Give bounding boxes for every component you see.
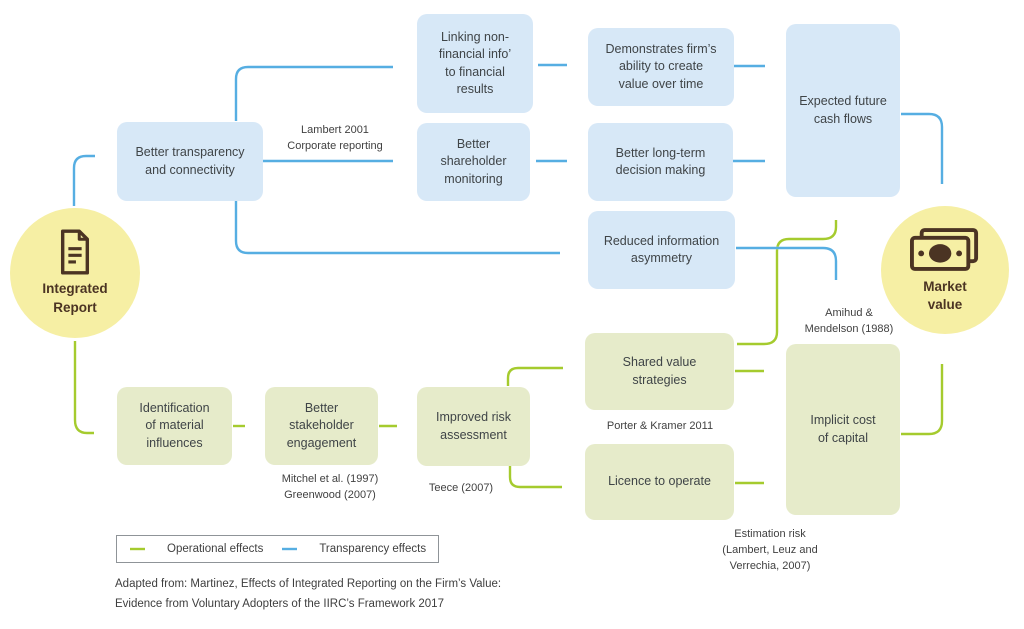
arrow-improvedrisk-to-sharedvalue (506, 366, 563, 386)
source-caption: Adapted from: Martinez, Effects of Integ… (115, 578, 502, 611)
blue-arrow-icon (282, 547, 298, 551)
box-stakeholder-engagement: Better stakeholder engagement (265, 387, 378, 465)
annotation-mitchel: Mitchel et al. (1997) Greenwood (2007) (281, 473, 379, 501)
annotation-lambert: Lambert 2001 Corporate reporting (287, 124, 383, 152)
box-better-transparency: Better transparency and connectivity (117, 122, 263, 201)
box-shareholder-monitoring: Better shareholder monitoring (417, 123, 530, 201)
box-demonstrates-ability: Demonstrates firm’s ability to create va… (588, 28, 734, 106)
market-value-label: Market value (923, 278, 967, 312)
box-identification-influences: Identification of material influences (117, 387, 232, 465)
legend-transparency-label: Transparency effects (319, 543, 427, 555)
arrow-improvedrisk-to-licence (508, 466, 562, 489)
legend-operational-label: Operational effects (167, 543, 264, 555)
integrated-report-label: Integrated Report (42, 281, 108, 315)
node-market-value: Market value (881, 206, 1009, 334)
box-reduced-asymmetry: Reduced information asymmetry (588, 211, 735, 289)
node-integrated-report: Integrated Report (10, 208, 140, 338)
box-implicit-cost: Implicit cost of capital (786, 344, 900, 515)
box-expected-cash-flows: Expected future cash flows (786, 24, 900, 197)
annotation-porter: Porter & Kramer 2011 (606, 420, 714, 432)
legend-box: Operational effects Transparency effects (116, 535, 440, 563)
arrow-ir-to-transparency (72, 154, 95, 206)
arrow-ir-to-identification (73, 341, 94, 435)
annotation-amihud: Amihud & Mendelson (1988) (804, 307, 894, 335)
box-licence-to-operate: Licence to operate (585, 444, 734, 520)
arrow-transparency-to-linking (234, 65, 393, 121)
banknote-icon (910, 227, 979, 271)
green-arrow-icon (130, 547, 145, 551)
arrow-reduced-casing (736, 246, 838, 280)
arrow-implicit-to-market (901, 364, 944, 436)
annotation-teece: Teece (2007) (428, 482, 494, 494)
arrow-expected-to-market (901, 112, 944, 184)
arrow-transparency-to-reduced (234, 201, 560, 255)
arrow-reduced-to-implicit (736, 246, 838, 280)
annotation-estimation: Estimation risk (Lambert, Leuz and Verre… (722, 528, 818, 572)
box-improved-risk: Improved risk assessment (417, 387, 530, 466)
box-shared-value: Shared value strategies (585, 333, 734, 410)
box-longterm-decision: Better long-term decision making (588, 123, 733, 201)
document-icon (60, 229, 90, 275)
box-linking-nonfinancial: Linking non- financial info’ to financia… (417, 14, 533, 113)
arrow-sharedvalue-to-expected (737, 220, 838, 346)
